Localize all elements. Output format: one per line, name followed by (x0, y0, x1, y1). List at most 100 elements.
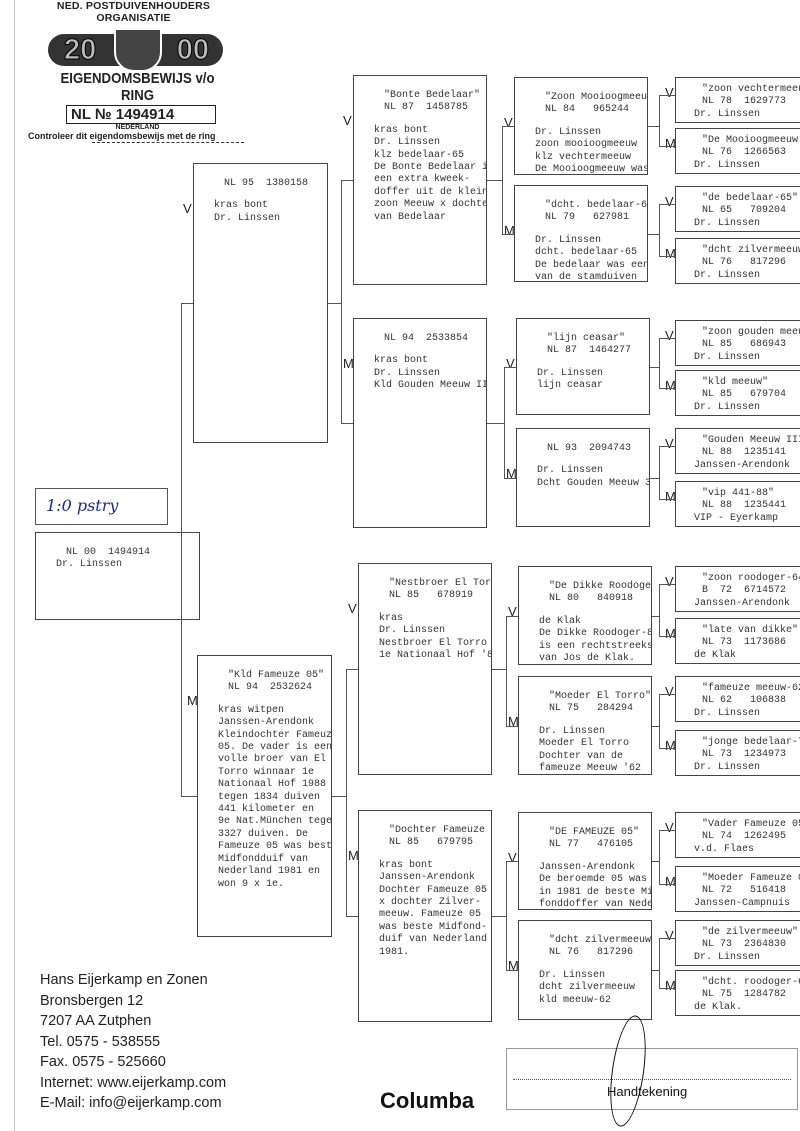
connector-line (181, 303, 193, 304)
ring-number: NL 80 840918 (549, 593, 634, 605)
fax: Fax. 0575 - 525660 (40, 1054, 166, 1070)
ring-number: NL 74 1262495 (702, 831, 787, 843)
description-line: Torro winnaar 1e (218, 766, 315, 778)
description-line: duif van Nederland (379, 934, 488, 946)
description-line: 9e Nat.München tegen (218, 816, 332, 828)
dam-marker: M (506, 466, 517, 481)
owner: Dr. Linssen (694, 269, 761, 281)
connector-line (659, 446, 675, 447)
description-line: Janssen-Arendonk (218, 717, 315, 729)
handwritten-note-box: 1:0 pstry (35, 488, 168, 525)
description-line: was beste Midfond- (379, 921, 488, 933)
pigeon-name: "Dochter Fameuze 05" (389, 825, 486, 836)
description-line: De bedelaar was een (535, 259, 648, 271)
connector-line (659, 584, 675, 585)
connector-line (659, 388, 675, 389)
spacer (359, 850, 491, 860)
description-line: De beroemde 05 was (539, 874, 648, 886)
cut-line (92, 142, 244, 143)
grandparent-box[interactable]: "Nestbroer El Torro"NL 85 678919krasDr. … (358, 563, 492, 775)
description-line: 05. De vader is een (218, 742, 332, 754)
sire-marker: V (506, 356, 515, 371)
ring-number: NL 76 817296 (702, 257, 787, 269)
signature-line (513, 1079, 791, 1080)
owner: Dr. Linssen (694, 401, 761, 413)
ring-number: NL 77 476105 (549, 839, 634, 851)
owner: v.d. Flaes (694, 843, 755, 855)
description-line: Dr. Linssen (56, 559, 123, 571)
spacer (515, 225, 647, 235)
year-band: 20 00 (48, 28, 223, 72)
ring-number: NL 76 1266563 (702, 147, 787, 159)
connector-line (659, 884, 675, 885)
spacer (519, 852, 651, 862)
description-line: fameuze Meeuw '62 (539, 763, 642, 775)
connector-line (181, 303, 182, 796)
description-line: Kld Gouden Meeuw III (374, 380, 487, 392)
pigeon-name: "dcht zilvermeeuw (702, 245, 800, 256)
connector-line (652, 615, 659, 617)
ring-number: NL 76 817296 (549, 947, 634, 959)
description-line: Nederland 1981 en (218, 866, 321, 878)
connector-line (502, 233, 514, 235)
description-line: De Bonte Bedelaar is (374, 162, 487, 174)
connector-line (659, 830, 660, 884)
description-line: kras bont (374, 124, 429, 136)
ring-number: NL 00 1494914 (66, 547, 151, 558)
spacer (519, 606, 651, 616)
connector-line (341, 423, 353, 424)
pigeon-name: "zoon roodoger-64 (702, 573, 800, 584)
spacer (194, 190, 327, 200)
description-line: kras bont (214, 200, 269, 212)
ring-number: NL 88 1235141 (702, 447, 787, 459)
ring-number: NL 85 686943 (702, 339, 787, 351)
description-line: tegen 1834 duiven (218, 791, 321, 803)
ring-number: NL 87 1458785 (384, 102, 469, 114)
country: NEDERLAND (115, 124, 160, 131)
company-name: Hans Eijerkamp en Zonen (40, 972, 208, 988)
pigeon-name: "Moeder El Torro" (549, 691, 652, 702)
connector-line (506, 615, 518, 617)
description-line: Janssen-Arendonk (379, 872, 476, 884)
check-instruction: Controleer dit eigendomsbewijs met de ri… (28, 131, 216, 141)
connector-line (346, 916, 358, 917)
connector-line (648, 233, 659, 235)
pigeon-name: "late van dikke" (702, 625, 799, 636)
connector-line (506, 725, 518, 727)
sire-marker: V (665, 85, 674, 100)
dam-marker: M (665, 136, 676, 151)
description-line: Dr. Linssen (537, 465, 604, 477)
dam-marker: M (504, 223, 515, 238)
connector-line (659, 146, 675, 147)
